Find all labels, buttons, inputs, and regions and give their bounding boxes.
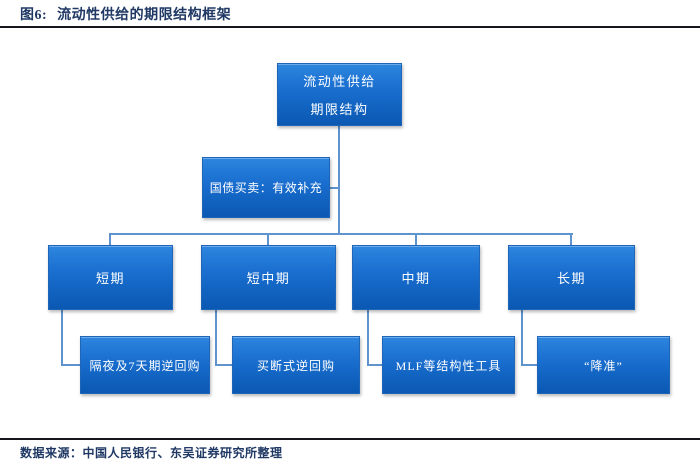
connector-elbow-horizontal-medium <box>367 364 382 366</box>
node-term-medium: 中期 <box>352 245 480 310</box>
connector-drop-short-medium <box>267 235 269 245</box>
connector-drop-medium <box>415 235 417 245</box>
node-tool-mlf-structural: MLF等结构性工具 <box>382 336 515 394</box>
node-side-note: 国债买卖：有效补充 <box>202 157 330 218</box>
connector-elbow-horizontal-short <box>61 364 80 366</box>
node-term-short-medium: 短中期 <box>201 245 336 310</box>
connector-drop-long <box>570 235 572 245</box>
data-source-note: 数据来源：中国人民银行、东吴证券研究所整理 <box>20 446 283 460</box>
connector-elbow-horizontal-short-medium <box>215 364 232 366</box>
node-root-line1: 流动性供给 <box>303 74 376 89</box>
node-tool-rrr-cut: “降准” <box>537 336 670 394</box>
node-term-long: 长期 <box>508 245 635 310</box>
connector-elbow-vertical-short-medium <box>215 310 217 366</box>
figure-title: 图6: 流动性供给的期限结构框架 <box>20 6 231 26</box>
connector-elbow-vertical-long <box>521 310 523 366</box>
node-tool-reverse-repo: 隔夜及7天期逆回购 <box>80 336 210 394</box>
title-divider-line <box>0 26 700 28</box>
connector-drop-short <box>109 235 111 245</box>
node-tool-outright-reverse-repo: 买断式逆回购 <box>232 336 360 394</box>
figure-number-label: 图6: <box>20 8 48 23</box>
footer-divider-line <box>0 438 700 440</box>
node-term-short: 短期 <box>48 245 173 310</box>
node-root-line2: 期限结构 <box>310 102 369 117</box>
connector-distribution-line <box>109 233 573 235</box>
figure-title-text: 流动性供给的期限结构框架 <box>57 8 232 23</box>
node-root: 流动性供给 期限结构 <box>277 63 402 126</box>
connector-sidenote-stub <box>330 187 339 189</box>
connector-elbow-vertical-short <box>61 310 63 366</box>
connector-elbow-vertical-medium <box>367 310 369 366</box>
connector-elbow-horizontal-long <box>521 364 537 366</box>
connector-root-vertical <box>338 126 340 234</box>
